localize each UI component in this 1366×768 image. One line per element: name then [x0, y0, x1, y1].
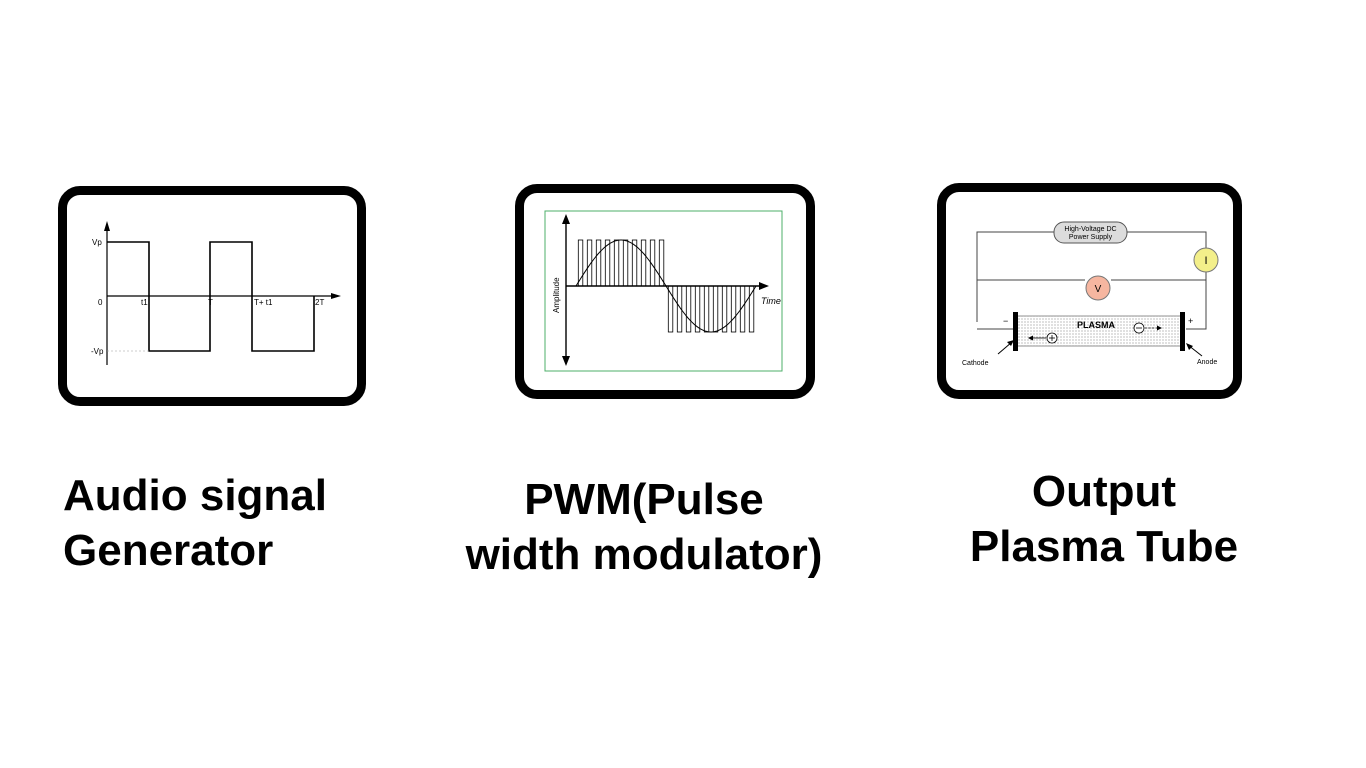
pwm-card: Amplitude Time: [515, 184, 815, 399]
pwm-pulse: [622, 239, 629, 287]
pwm-pulse: [739, 285, 746, 333]
ammeter-icon: [1193, 247, 1219, 273]
caption-line: width modulator): [465, 530, 823, 579]
square-wave-diagram: Vp -Vp 0 t1 T T+ t1 2T: [91, 221, 341, 365]
anode-electrode: [1180, 312, 1185, 351]
caption-line: Plasma Tube: [969, 522, 1239, 571]
plus-terminal-label: +: [1188, 316, 1193, 326]
electron-arrowhead: [1157, 325, 1162, 331]
power-supply-box: [1053, 221, 1128, 244]
t-plus-t1-label: T+ t1: [254, 298, 273, 307]
anode-label: Anode: [1197, 359, 1217, 366]
minus-terminal-label: −: [1003, 316, 1008, 326]
pwm-pulse: [721, 285, 728, 333]
zero-label: 0: [98, 298, 103, 307]
plasma-tube-card: High-Voltage DC Power Supply I V PLASMA …: [937, 183, 1242, 399]
caption-line: Output: [1031, 467, 1177, 516]
pwm-pulses: [577, 239, 755, 333]
time-axis-arrow: [759, 282, 769, 290]
pwm-pulse: [658, 239, 665, 287]
x-axis-arrow: [331, 293, 341, 299]
pwm-pulse: [730, 285, 737, 333]
neg-vp-label: -Vp: [91, 347, 104, 356]
plasma-caption: Output Plasma Tube: [955, 464, 1253, 574]
pwm-pulse: [577, 239, 584, 287]
power-supply-line1: High-Voltage DC: [1064, 226, 1116, 233]
time-label: Time: [761, 296, 781, 306]
caption-line: Audio signal: [63, 471, 327, 520]
pwm-pulse: [667, 285, 674, 333]
voltmeter-label: V: [1095, 284, 1102, 295]
wire-top-right: [1127, 231, 1207, 248]
plasma-label: PLASMA: [1077, 320, 1116, 330]
caption-line: PWM(Pulse: [524, 475, 764, 524]
pwm-diagram: Amplitude Time: [544, 210, 783, 372]
square-wave: [107, 241, 315, 352]
audio-signal-card: Vp -Vp 0 t1 T T+ t1 2T: [58, 186, 366, 406]
amplitude-arrow-down: [562, 356, 570, 366]
caption-line: Generator: [63, 526, 274, 575]
t-label: T: [208, 298, 213, 307]
cathode-electrode: [1013, 312, 1018, 351]
pwm-pulse: [604, 239, 611, 287]
pwm-pulse: [703, 285, 710, 333]
pwm-pulse: [640, 239, 647, 287]
vp-label: Vp: [92, 238, 102, 247]
audio-signal-caption: Audio signal Generator: [63, 468, 327, 578]
wire-top-left: [976, 231, 1054, 322]
pwm-pulse: [748, 285, 755, 333]
ion-arrowhead: [1028, 335, 1033, 341]
cathode-label: Cathode: [962, 360, 989, 367]
pwm-pulse: [676, 285, 683, 333]
ammeter-label: I: [1204, 255, 1207, 267]
t1-label: t1: [141, 298, 148, 307]
sine-reference: [575, 239, 757, 333]
voltmeter-icon: [1085, 275, 1111, 301]
pwm-pulse: [631, 239, 638, 287]
amplitude-arrow-up: [562, 214, 570, 224]
amplitude-label: Amplitude: [552, 277, 561, 313]
pwm-pulse: [712, 285, 719, 333]
pwm-pulse: [685, 285, 692, 333]
pwm-pulse: [649, 239, 656, 287]
pwm-pulse: [595, 239, 602, 287]
y-axis-arrow: [104, 221, 110, 231]
plasma-circuit-diagram: High-Voltage DC Power Supply I V PLASMA …: [962, 221, 1219, 367]
power-supply-line2: Power Supply: [1069, 234, 1113, 241]
two-t-label: 2T: [315, 298, 324, 307]
anode-pointer-head: [1186, 343, 1193, 350]
pwm-pulse: [694, 285, 701, 333]
pwm-pulse: [586, 239, 593, 287]
pwm-frame: [544, 210, 783, 372]
pwm-caption: PWM(Pulse width modulator): [449, 472, 839, 582]
pwm-pulse: [613, 239, 620, 287]
cathode-pointer-head: [1007, 340, 1014, 346]
wire-right: [1186, 272, 1207, 330]
